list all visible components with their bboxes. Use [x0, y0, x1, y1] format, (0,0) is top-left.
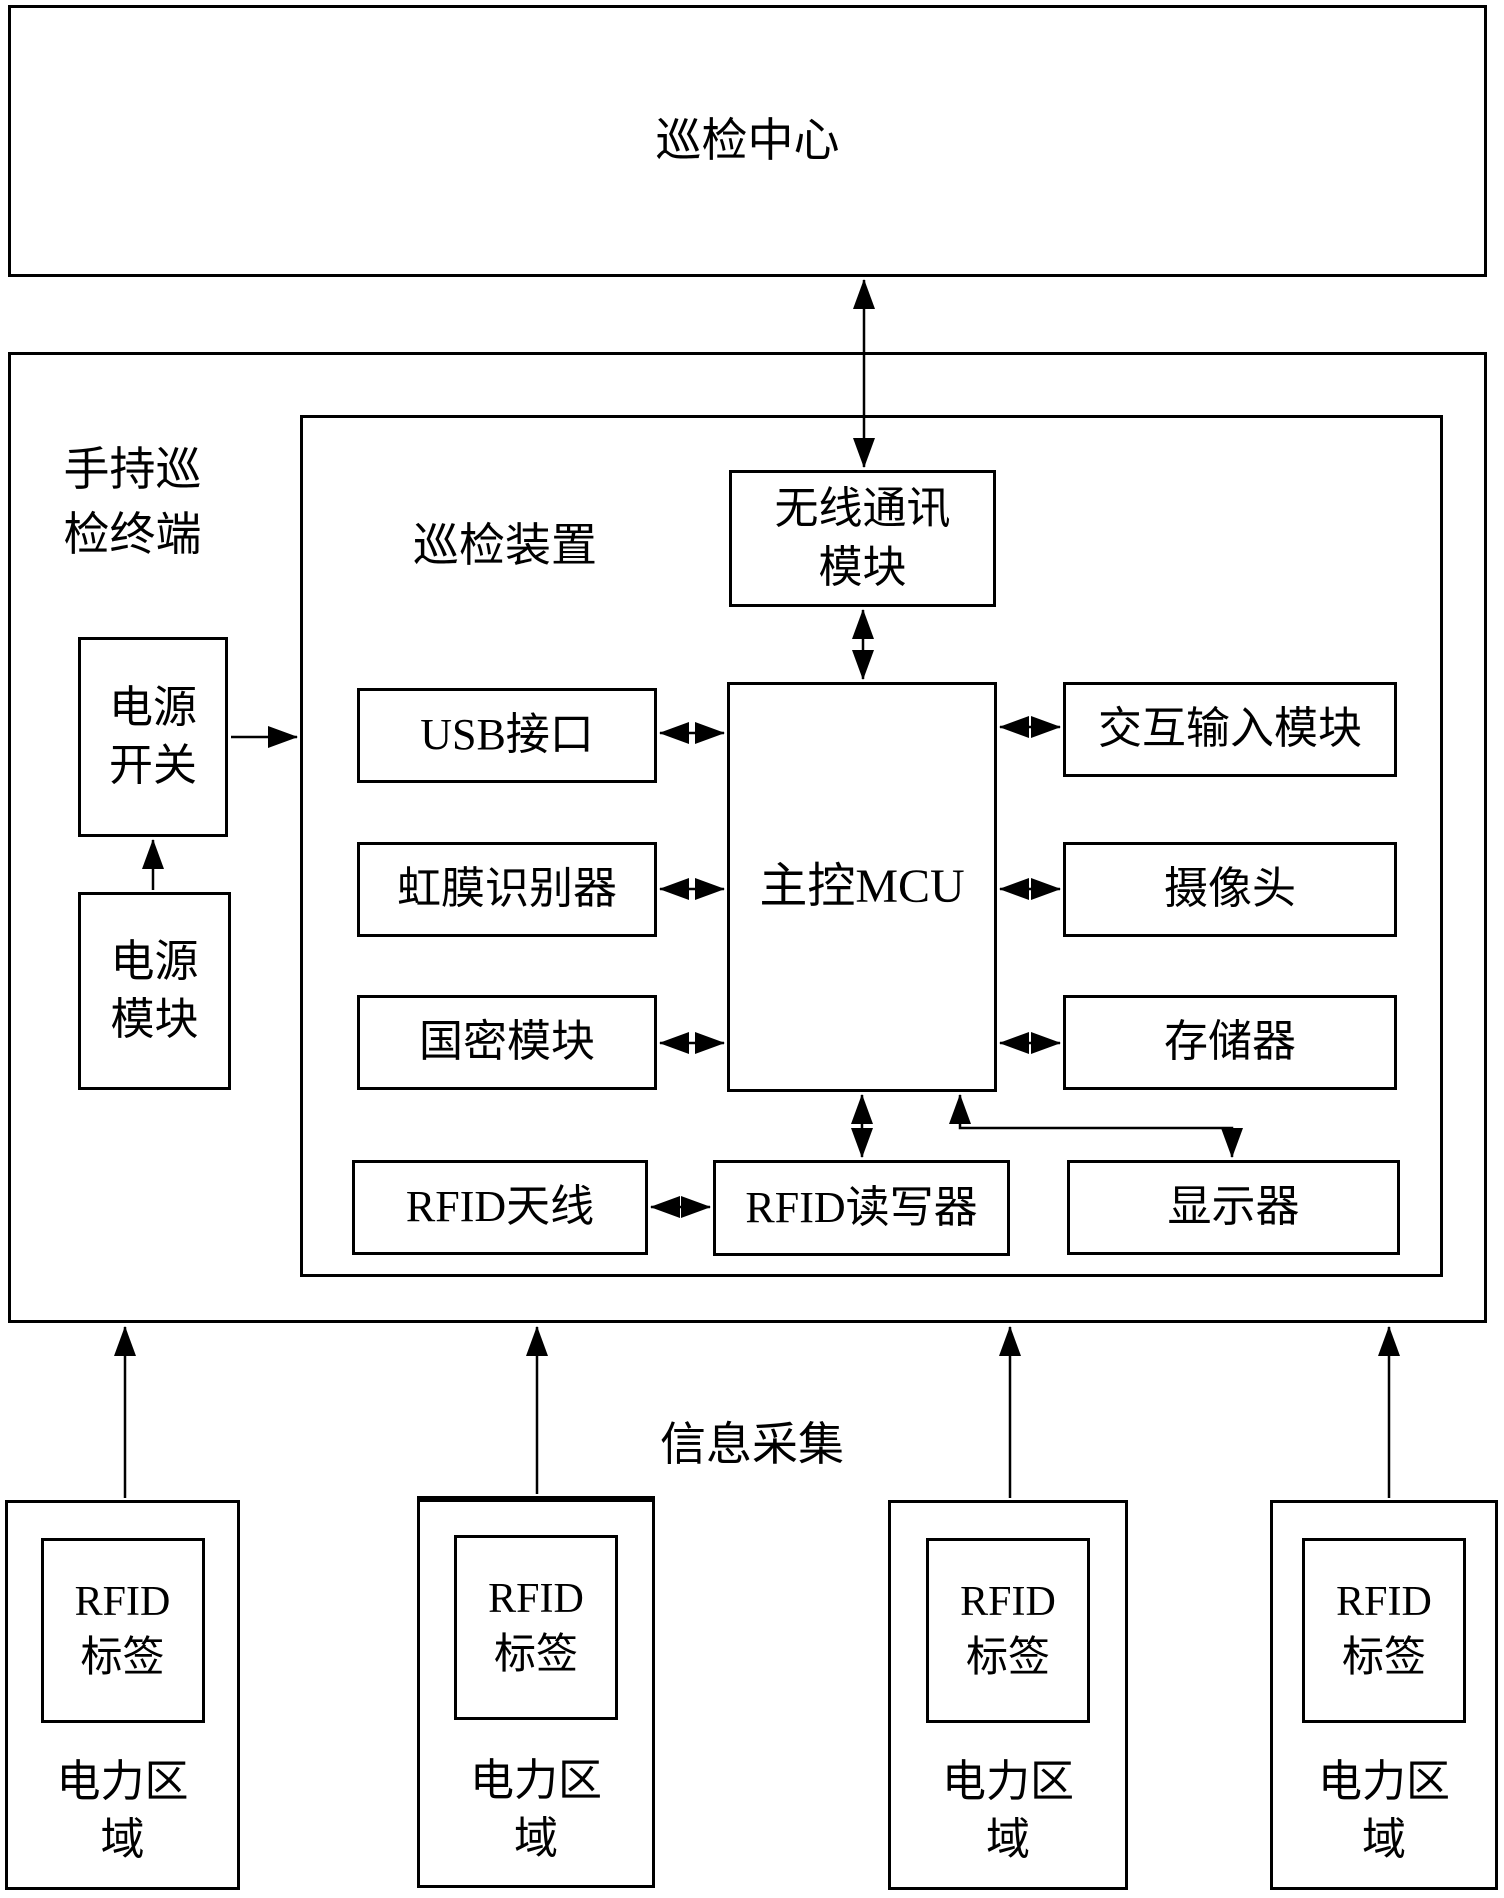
rfid-tag-3-label: RFID 标签: [960, 1579, 1056, 1681]
power-area-2-label: 电力区 域: [470, 1756, 602, 1864]
usb-port-label: USB接口: [420, 710, 594, 760]
rfid-antenna-label: RFID天线: [405, 1182, 595, 1232]
power-module-box: 电源 模块: [78, 892, 231, 1090]
power-area-1-label: 电力区 域: [56, 1757, 189, 1865]
inspection-center-label: 巡检中心: [655, 114, 840, 166]
interactive-input-box: 交互输入模块: [1063, 682, 1397, 777]
rfid-tag-2-box: RFID 标签: [454, 1535, 618, 1720]
crypto-module-box: 国密模块: [357, 995, 657, 1090]
rfid-tag-3-box: RFID 标签: [926, 1538, 1090, 1723]
iris-recognizer-label: 虹膜识别器: [397, 864, 617, 914]
camera-label: 摄像头: [1164, 864, 1296, 914]
display-box: 显示器: [1067, 1160, 1400, 1255]
camera-box: 摄像头: [1063, 842, 1397, 937]
power-switch-box: 电源 开关: [78, 637, 228, 837]
wireless-module-box: 无线通讯 模块: [729, 470, 996, 607]
storage-label: 存储器: [1164, 1017, 1296, 1067]
rfid-tag-1-box: RFID 标签: [40, 1538, 205, 1723]
crypto-module-label: 国密模块: [419, 1017, 595, 1067]
mcu-label: 主控MCU: [759, 860, 965, 914]
iris-recognizer-box: 虹膜识别器: [357, 842, 657, 937]
display-label: 显示器: [1167, 1182, 1300, 1232]
rfid-tag-4-label: RFID 标签: [1336, 1579, 1432, 1681]
rfid-reader-label: RFID读写器: [745, 1182, 978, 1232]
power-switch-label: 电源 开关: [109, 682, 197, 790]
rfid-antenna-box: RFID天线: [352, 1160, 648, 1255]
rfid-tag-2-label: RFID 标签: [488, 1576, 584, 1678]
inspection-device-label: 巡检装置: [413, 520, 597, 571]
handheld-terminal-label: 手持巡 检终端: [63, 444, 202, 561]
power-module-label: 电源 模块: [110, 936, 199, 1044]
power-area-4-box: RFID 标签 电力区 域: [1270, 1500, 1498, 1890]
mcu-box: 主控MCU: [727, 682, 997, 1092]
power-area-2-box: RFID 标签 电力区 域: [417, 1496, 655, 1888]
inspection-center-box: 巡检中心: [8, 5, 1487, 277]
rfid-tag-1-label: RFID 标签: [74, 1579, 171, 1681]
power-area-3-box: RFID 标签 电力区 域: [888, 1500, 1128, 1890]
power-area-1-box: RFID 标签 电力区 域: [5, 1500, 240, 1890]
rfid-tag-4-box: RFID 标签: [1302, 1538, 1466, 1723]
power-area-3-label: 电力区 域: [942, 1757, 1074, 1865]
power-area-4-label: 电力区 域: [1318, 1757, 1450, 1865]
wireless-module-label: 无线通讯 模块: [774, 484, 951, 592]
usb-port-box: USB接口: [357, 688, 657, 783]
interactive-input-label: 交互输入模块: [1098, 704, 1362, 754]
storage-box: 存储器: [1063, 995, 1397, 1090]
rfid-reader-box: RFID读写器: [713, 1160, 1010, 1256]
info-collection-label: 信息采集: [660, 1419, 844, 1470]
